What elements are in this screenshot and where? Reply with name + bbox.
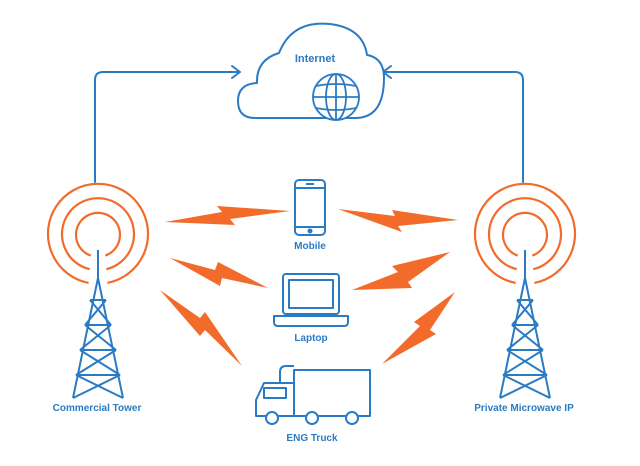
cloud-icon [237, 22, 385, 119]
eng-truck: ENG Truck [255, 365, 371, 444]
mobile-label: Mobile [294, 241, 326, 252]
left-uplink-line [94, 71, 239, 183]
internet-label: Internet [295, 53, 336, 65]
radio-waves-icon [473, 182, 577, 284]
uplink-lines [94, 65, 524, 183]
laptop-label: Laptop [294, 333, 327, 344]
private-microwave-tower: Private Microwave IP [473, 182, 577, 414]
internet-cloud: Internet [237, 22, 385, 121]
eng-truck-label: ENG Truck [286, 433, 338, 444]
lightning-bolt-icon [352, 252, 450, 290]
lightning-bolt-icon [382, 292, 455, 364]
truck-icon [255, 365, 371, 425]
wireless-links [160, 206, 458, 366]
private-microwave-label: Private Microwave IP [474, 403, 574, 414]
lightning-bolt-icon [160, 290, 242, 366]
radio-tower-icon [499, 250, 551, 399]
commercial-tower: Commercial Tower [46, 182, 150, 414]
smartphone-icon [294, 179, 326, 236]
mobile-device: Mobile [294, 179, 326, 252]
lightning-bolt-icon [338, 209, 458, 232]
laptop-device: Laptop [273, 273, 349, 344]
globe-icon [312, 73, 360, 121]
left-uplink-arrowhead [231, 65, 241, 79]
laptop-icon [273, 273, 349, 327]
right-uplink-line [384, 71, 524, 183]
radio-waves-icon [46, 182, 150, 284]
commercial-tower-label: Commercial Tower [53, 403, 142, 414]
radio-tower-icon [72, 250, 124, 399]
lightning-bolt-icon [170, 258, 268, 288]
lightning-bolt-icon [165, 206, 290, 225]
